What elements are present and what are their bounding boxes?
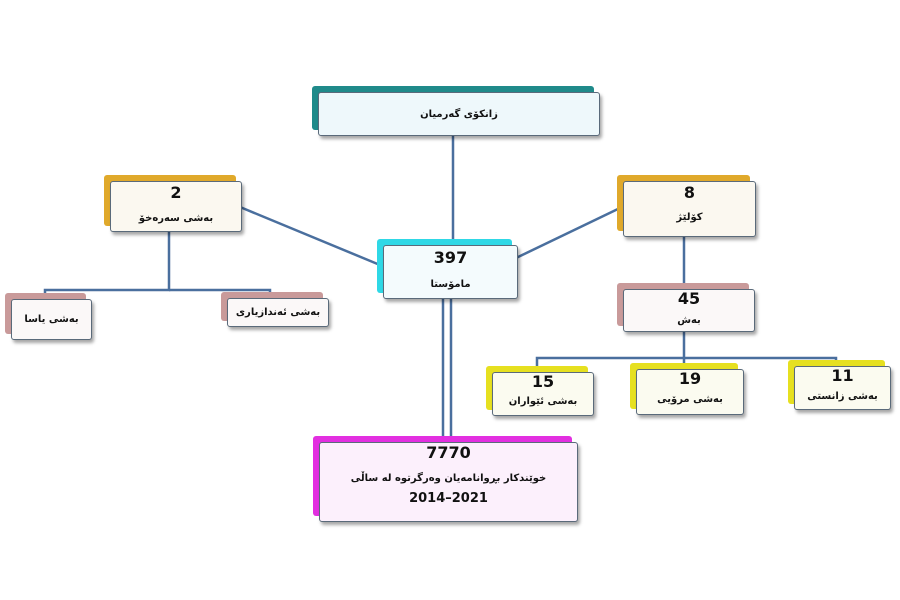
presidency-departments-count: 2 (170, 183, 182, 202)
human-departments-label: بەشی مرۆیی (657, 394, 723, 406)
colleges-label: کۆلێژ (676, 212, 703, 224)
law-department-label: بەشی یاسا (24, 314, 79, 325)
science-departments-label: بەشی زانستی (807, 391, 878, 403)
human-departments-node: 19 بەشی مرۆیی (630, 363, 744, 415)
presidency-departments-node: 2 بەشی سەرەخۆ (104, 175, 242, 232)
university-node: زانکۆی گەرمیان (312, 86, 600, 136)
evening-departments-label: بەشی ئێواران (508, 396, 578, 408)
law-department-node: بەشی یاسا (5, 293, 92, 340)
departments-count: 45 (677, 289, 701, 308)
university-label: زانکۆی گەرمیان (420, 108, 498, 120)
connector-colleges-staff (515, 206, 621, 260)
graduates-node: 7770 خوێندکار بڕوانامەیان وەرگرتوە لە سا… (313, 436, 578, 522)
departments-node: 45 بەش (617, 283, 755, 332)
graduates-label: خوێندکار بڕوانامەیان وەرگرتوە لە ساڵی (350, 473, 547, 485)
connector-departments-branches (535, 330, 686, 372)
staff-count: 397 (433, 248, 468, 267)
colleges-node: 8 کۆلێژ (617, 175, 756, 237)
evening-departments-node: 15 بەشی ئێواران (486, 366, 594, 416)
science-departments-node: 11 بەشی زانستی (788, 360, 891, 410)
presidency-departments-label: بەشی سەرەخۆ (138, 213, 214, 225)
connector-presidency-staff (239, 205, 381, 267)
staff-label: مامۆستا (430, 279, 471, 291)
colleges-count: 8 (683, 183, 696, 202)
departments-label: بەش (677, 315, 701, 327)
graduates-count: 7770 (426, 443, 471, 462)
engineering-department-node: بەشی ئەندازیاری (221, 292, 329, 327)
engineering-department-label: بەشی ئەندازیاری (235, 307, 321, 318)
staff-node: 397 مامۆستا (377, 239, 518, 299)
connector-presidency-branches (43, 230, 171, 296)
evening-departments-count: 15 (531, 372, 555, 391)
human-departments-count: 19 (678, 369, 702, 388)
graduates-years: 2014–2021 (409, 491, 488, 507)
science-departments-count: 11 (831, 366, 854, 385)
